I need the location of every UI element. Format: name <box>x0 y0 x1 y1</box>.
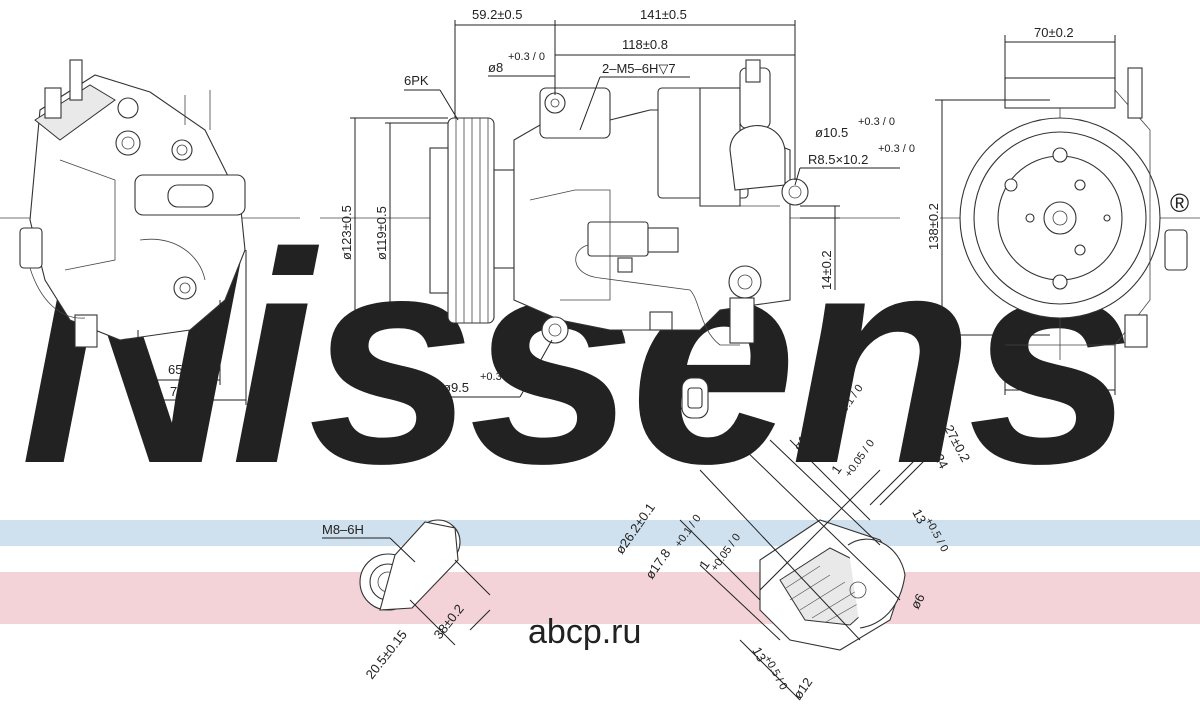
compressor-side-view <box>0 59 300 400</box>
dim-phi8-tol: +0.3 / 0 <box>508 51 545 63</box>
dim-phi9-5-tol: +0.3 / 0 <box>480 371 517 383</box>
dim-14: 14±0.2 <box>819 250 834 290</box>
dim-r8-5-tol: +0.3 / 0 <box>878 143 915 155</box>
dim-118: 118±0.8 <box>622 37 668 52</box>
compressor-front-view <box>320 59 900 346</box>
dim-141: 141±0.5 <box>640 7 687 22</box>
dim-70-bottom: 70±0.2 <box>1034 373 1074 388</box>
pink-stripe <box>0 572 1200 624</box>
dim-24: 24 <box>931 451 951 471</box>
dim-r8-5: R8.5×10.2 <box>808 152 868 167</box>
dim-65: 65±0.15 <box>168 362 215 377</box>
dim-70-top: 70±0.2 <box>1034 25 1074 40</box>
dim-70-left: 70±0.2 <box>170 384 210 399</box>
dim-13-bottom: 13 <box>749 644 769 664</box>
dim-phi8: ø8 <box>488 60 503 75</box>
connector-plus: + <box>658 406 666 421</box>
dim-phi12: ø12 <box>790 675 815 702</box>
source-credit: abcp.ru <box>528 613 641 651</box>
dim-m8: M8–6H <box>322 522 364 537</box>
dim-phi6: ø6 <box>907 591 927 611</box>
compressor-end-view <box>940 67 1200 360</box>
dim-59-2: 59.2±0.5 <box>472 7 523 22</box>
dim-phi123: ø123±0.5 <box>339 205 354 260</box>
dim-6pk: 6PK <box>404 73 429 88</box>
dim-13-bottom-tol: +0.5 / 0 <box>761 654 789 692</box>
right-dimensions: 70±0.2 138±0.2 70±0.2 <box>926 25 1116 395</box>
dim-m5-thread: 2–M5–6H▽7 <box>602 61 676 76</box>
connector-minus: − <box>658 354 666 369</box>
registered-mark: ® <box>1170 188 1189 218</box>
dim-20-5: 20.5±0.15 <box>363 627 410 682</box>
left-dimensions: 65±0.15 70±0.2 <box>137 250 247 405</box>
dim-13-right: 13 <box>909 506 929 526</box>
blue-stripe <box>0 520 1200 546</box>
dim-phi119: ø119±0.5 <box>374 206 389 260</box>
center-dimensions: 59.2±0.5 141±0.5 118±0.8 ø8 +0.3 / 0 2–M… <box>339 7 915 421</box>
dim-phi10-5-tol: +0.3 / 0 <box>858 116 895 128</box>
dim-138: 138±0.2 <box>926 203 941 250</box>
dim-phi10-5: ø10.5 <box>815 125 848 140</box>
dim-phi9-5: ø9.5 <box>443 380 469 395</box>
